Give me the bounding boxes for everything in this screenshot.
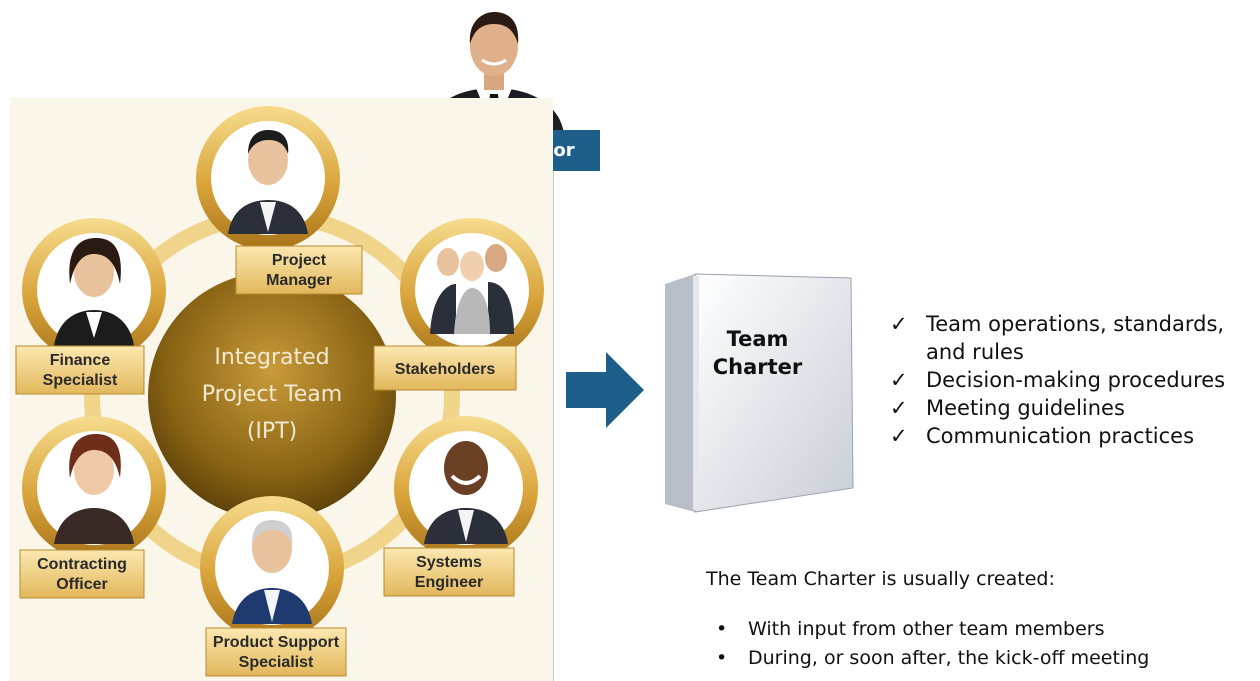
label-contracting-officer-1: Contracting xyxy=(37,556,127,573)
member-contracting-officer: Contracting Officer xyxy=(19,416,166,599)
label-systems-engineer-1: Systems xyxy=(416,554,482,571)
checklist-item: ✓Decision-making procedures xyxy=(890,368,1226,392)
charter-intro-text: The Team Charter is usually created: xyxy=(706,568,1055,590)
check-icon: ✓ xyxy=(890,396,908,420)
member-stakeholders: Stakeholders xyxy=(373,218,544,391)
creation-bullets: •With input from other team members •Dur… xyxy=(716,615,1149,673)
label-systems-engineer-2: Engineer xyxy=(415,574,483,591)
label-product-support-2: Specialist xyxy=(239,654,314,671)
bullet-item: •With input from other team members xyxy=(716,615,1149,644)
binder-title-line-2: Charter xyxy=(712,355,803,379)
binder-title-line-1: Team xyxy=(726,327,789,351)
check-icon: ✓ xyxy=(890,312,908,336)
center-line-1: Integrated xyxy=(214,345,329,370)
right-arrow-icon xyxy=(566,352,644,428)
center-hub xyxy=(148,272,396,520)
frame-right-line xyxy=(553,172,554,681)
check-icon: ✓ xyxy=(890,424,908,448)
label-stakeholders: Stakeholders xyxy=(395,361,496,378)
label-finance-specialist-2: Specialist xyxy=(43,372,118,389)
check-icon: ✓ xyxy=(890,368,908,392)
label-contracting-officer-2: Officer xyxy=(56,576,108,593)
member-systems-engineer: Systems Engineer xyxy=(383,416,538,597)
checklist-item: ✓Team operations, standards,and rules xyxy=(890,312,1225,364)
ipt-diagram: Integrated Project Team (IPT) Project Ma… xyxy=(10,98,553,681)
member-finance-specialist: Finance Specialist xyxy=(15,218,166,395)
member-product-support-specialist: Product Support Specialist xyxy=(200,496,347,677)
bullet-icon: • xyxy=(716,647,728,669)
checklist-item: ✓Communication practices xyxy=(890,424,1195,448)
label-finance-specialist-1: Finance xyxy=(50,352,111,369)
bullet-icon: • xyxy=(716,618,728,640)
center-line-3: (IPT) xyxy=(247,419,297,444)
checklist-item: ✓Meeting guidelines xyxy=(890,396,1125,420)
binder-title: Team Charter xyxy=(700,325,815,381)
label-project-manager-1: Project xyxy=(272,252,327,269)
label-project-manager-2: Manager xyxy=(266,272,332,289)
charter-contents-list: ✓Team operations, standards,and rules ✓D… xyxy=(890,310,1258,450)
team-charter-binder xyxy=(665,273,854,513)
center-line-2: Project Team xyxy=(202,382,342,407)
bullet-item: •During, or soon after, the kick-off mee… xyxy=(716,644,1149,673)
label-product-support-1: Product Support xyxy=(213,634,340,651)
member-project-manager: Project Manager xyxy=(196,106,363,295)
